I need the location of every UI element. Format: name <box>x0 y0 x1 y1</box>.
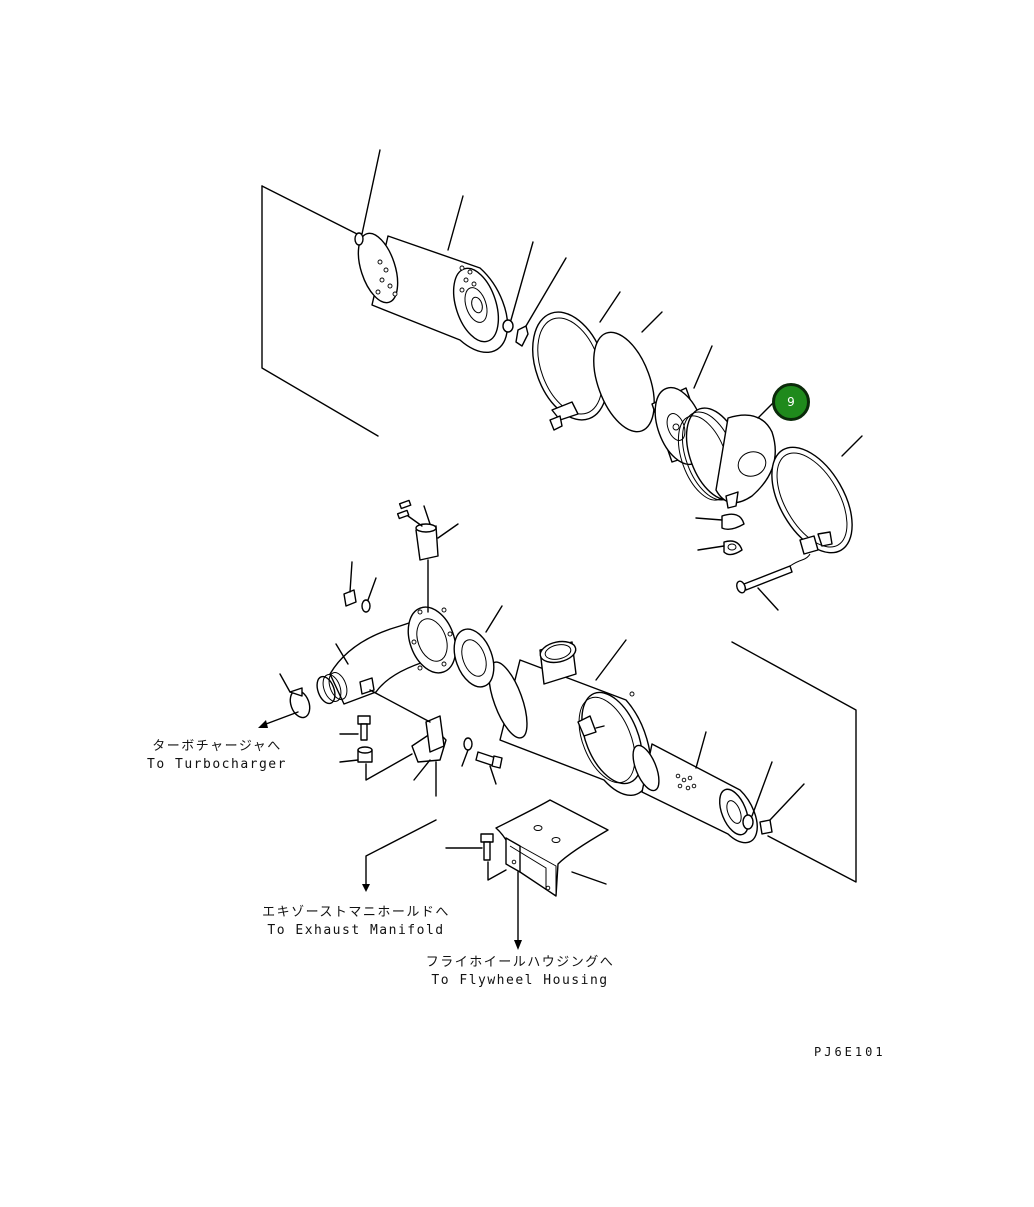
label-turbocharger-en: To Turbocharger <box>147 757 287 772</box>
elbow-pipe <box>316 606 457 705</box>
small-clips <box>695 513 745 556</box>
support-plate <box>495 799 609 950</box>
bolt-and-collar <box>339 715 413 781</box>
long-bolt <box>736 553 811 611</box>
nut-washer-elbow <box>343 561 377 613</box>
lower-bracket-lines <box>731 641 857 883</box>
drawing-code: PJ6E101 <box>814 1045 886 1059</box>
callout-badge-9[interactable]: 9 <box>772 383 810 421</box>
restriction-sensor <box>396 499 459 613</box>
flange-gasket <box>453 605 503 688</box>
washer-nut-lower <box>742 761 805 835</box>
filter-perforations <box>375 259 477 297</box>
gasket-ring <box>593 311 663 433</box>
label-flywheel-jp: フライホイールハウジングへ <box>425 955 615 970</box>
label-turbocharger: ターボチャージャへ To Turbocharger <box>142 738 292 774</box>
clamp-band-upper <box>532 291 621 431</box>
label-exhaust-en: To Exhaust Manifold <box>267 923 445 938</box>
dust-cover <box>677 391 785 509</box>
label-flywheel-housing: フライホイールハウジングへ To Flywheel Housing <box>420 954 620 990</box>
washer-and-wing-nut <box>502 241 567 347</box>
clamp-band-right <box>771 435 863 555</box>
turbocharger-leader <box>258 711 299 728</box>
label-exhaust-manifold: エキゾーストマニホールドへ To Exhaust Manifold <box>256 904 456 940</box>
safety-element <box>632 731 758 844</box>
plate-bolt <box>445 833 507 881</box>
outer-filter-element <box>357 232 509 353</box>
label-turbocharger-jp: ターボチャージャへ <box>152 739 282 754</box>
label-exhaust-jp: エキゾーストマニホールドへ <box>262 905 450 920</box>
o-ring-small <box>354 232 364 246</box>
bolt-washer-right <box>461 737 503 785</box>
support-bracket <box>369 689 447 797</box>
air-cleaner-body <box>488 639 652 797</box>
exhaust-leader <box>362 819 437 892</box>
hose-clamp <box>279 673 311 719</box>
label-flywheel-en: To Flywheel Housing <box>431 973 609 988</box>
upper-bracket-lines <box>261 185 379 437</box>
